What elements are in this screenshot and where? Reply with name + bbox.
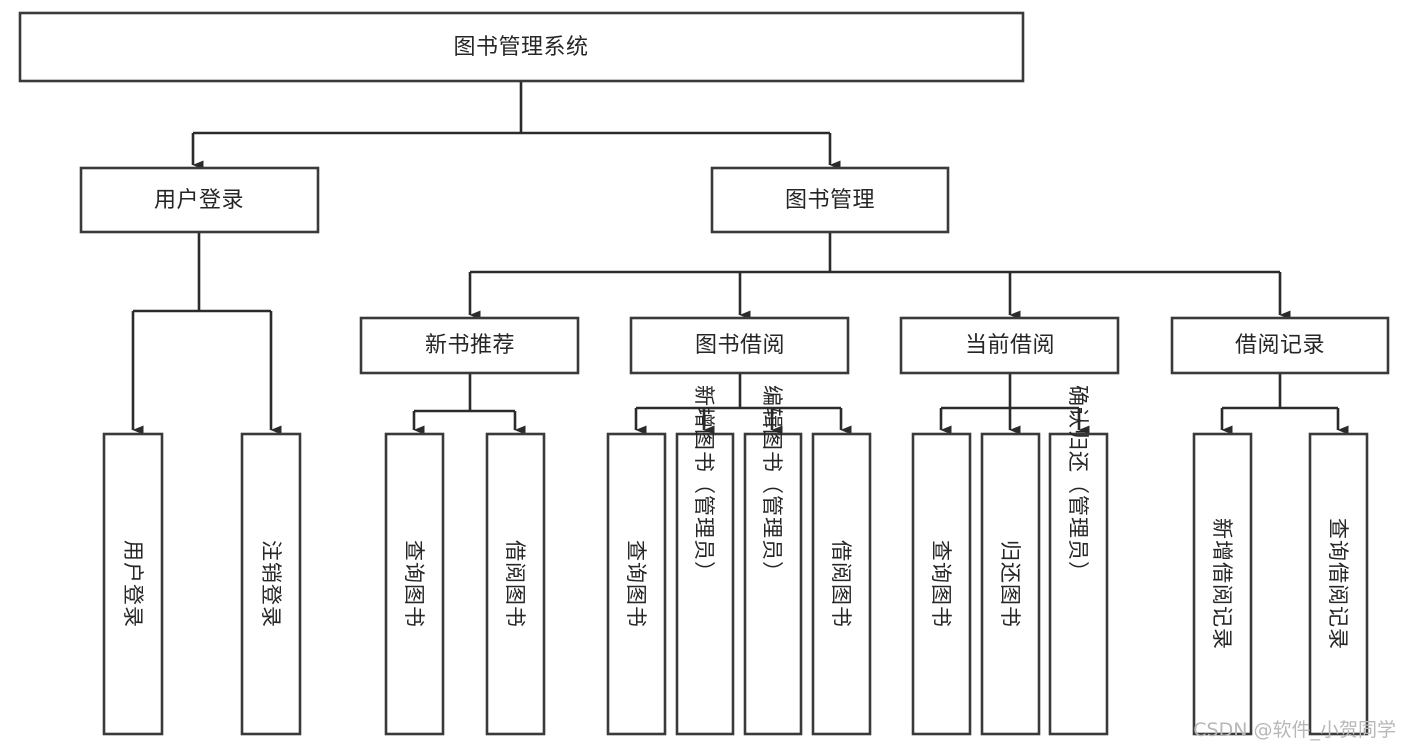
node-book-borrow-box[interactable]	[629, 316, 850, 375]
node-new-book-recommend-box[interactable]	[359, 316, 580, 375]
leaf-user-login-box[interactable]	[102, 432, 164, 736]
csdn-watermark: CSDN @软件_小贺同学	[1193, 719, 1396, 741]
leaf-confirm-return-label: 确认归还（管理员）	[1066, 385, 1090, 583]
leaf-add-borrow-record[interactable]: 新增借阅记录	[1192, 432, 1253, 736]
leaf-query-book-1[interactable]: 查询图书	[384, 432, 445, 736]
node-current-borrow-box[interactable]	[899, 316, 1120, 375]
leaf-borrow-book-2[interactable]: 借阅图书	[811, 432, 872, 736]
node-borrow-record[interactable]: 借阅记录	[1170, 316, 1390, 375]
node-book-borrow[interactable]: 图书借阅	[629, 316, 850, 375]
node-root-box[interactable]	[18, 11, 1025, 83]
node-book-management[interactable]: 图书管理	[710, 166, 950, 234]
node-book-management-box[interactable]	[710, 166, 950, 234]
leaf-return-book[interactable]: 归还图书	[980, 432, 1041, 736]
leaf-confirm-return[interactable]: 确认归还（管理员）	[1048, 385, 1109, 736]
leaf-query-book-2-box[interactable]	[606, 432, 667, 736]
leaf-return-book-box[interactable]	[980, 432, 1041, 736]
node-book-management-label: 图书管理	[785, 188, 875, 213]
leaf-query-book-3-label: 查询图书	[929, 540, 953, 628]
leaf-borrow-book-2-box[interactable]	[811, 432, 872, 736]
leaf-query-borrow-record-box[interactable]	[1308, 432, 1369, 736]
edges-root-to-level2	[191, 81, 841, 170]
leaf-query-book-2-label: 查询图书	[624, 540, 648, 628]
leaf-user-login-label: 用户登录	[121, 540, 145, 628]
leaf-edit-book-box[interactable]	[743, 432, 803, 736]
node-user-login[interactable]: 用户登录	[79, 166, 320, 234]
edges-bookmgmt-to-level3	[468, 232, 1291, 320]
leaf-query-book-1-label: 查询图书	[402, 540, 426, 628]
leaf-user-logout-label: 注销登录	[259, 540, 283, 628]
leaf-return-book-label: 归还图书	[998, 540, 1022, 628]
leaf-edit-book-label: 编辑图书（管理员）	[760, 385, 784, 583]
leaf-add-book-label: 新增图书（管理员）	[692, 385, 716, 583]
node-new-book-recommend-label: 新书推荐	[425, 333, 515, 358]
leaf-add-borrow-record-box[interactable]	[1192, 432, 1253, 736]
leaf-query-book-3[interactable]: 查询图书	[911, 432, 972, 736]
leaf-add-book[interactable]: 新增图书（管理员）	[675, 385, 735, 736]
leaf-borrow-book-1[interactable]: 借阅图书	[485, 432, 546, 736]
edges-userlogin-to-leaves	[131, 232, 282, 435]
edges-currentborrow-to-leaves	[939, 373, 1090, 435]
edges-borrowrecord-to-leaves	[1220, 373, 1349, 435]
leaf-query-borrow-record[interactable]: 查询借阅记录	[1308, 432, 1369, 736]
leaf-add-borrow-record-label: 新增借阅记录	[1210, 518, 1234, 650]
node-root[interactable]: 图书管理系统	[18, 11, 1025, 83]
leaf-confirm-return-box[interactable]	[1048, 432, 1109, 736]
leaf-query-book-3-box[interactable]	[911, 432, 972, 736]
leaf-borrow-book-1-box[interactable]	[485, 432, 546, 736]
node-book-borrow-label: 图书借阅	[695, 333, 785, 358]
edges-bookborrow-to-leaves	[634, 373, 852, 435]
leaf-borrow-book-2-label: 借阅图书	[829, 540, 853, 628]
leaf-edit-book[interactable]: 编辑图书（管理员）	[743, 385, 803, 736]
edges-newbook-to-leaves	[412, 373, 526, 435]
node-borrow-record-label: 借阅记录	[1235, 333, 1325, 358]
node-user-login-box[interactable]	[79, 166, 320, 234]
node-new-book-recommend[interactable]: 新书推荐	[359, 316, 580, 375]
node-user-login-label: 用户登录	[154, 188, 244, 213]
leaf-query-book-1-box[interactable]	[384, 432, 445, 736]
leaf-user-logout-box[interactable]	[240, 432, 302, 736]
leaf-add-book-box[interactable]	[675, 432, 735, 736]
leaf-query-book-2[interactable]: 查询图书	[606, 432, 667, 736]
leaf-borrow-book-1-label: 借阅图书	[503, 540, 527, 628]
node-current-borrow[interactable]: 当前借阅	[899, 316, 1120, 375]
node-borrow-record-box[interactable]	[1170, 316, 1390, 375]
leaf-user-login[interactable]: 用户登录	[102, 432, 164, 736]
leaf-user-logout[interactable]: 注销登录	[240, 432, 302, 736]
node-current-borrow-label: 当前借阅	[965, 333, 1055, 358]
node-root-label: 图书管理系统	[453, 35, 588, 60]
leaf-query-borrow-record-label: 查询借阅记录	[1326, 518, 1350, 650]
